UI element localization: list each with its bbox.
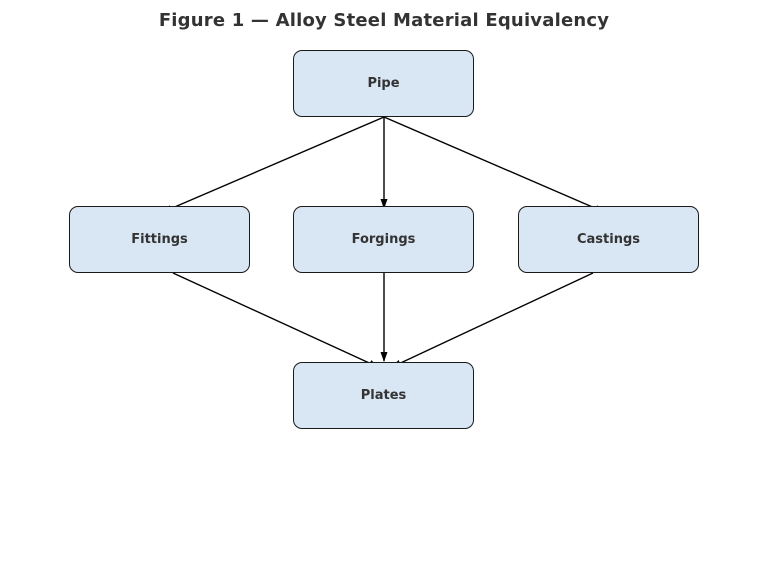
node-pipe-label: Pipe	[367, 76, 400, 91]
node-pipe: Pipe	[293, 50, 474, 117]
edge-pipe-fittings	[162, 116, 385, 213]
node-fittings-label: Fittings	[131, 232, 188, 247]
node-plates-label: Plates	[360, 388, 407, 403]
node-plates: Plates	[293, 362, 474, 429]
node-castings: Castings	[518, 206, 699, 273]
figure-title: Figure 1 — Alloy Steel Material Equivale…	[158, 10, 610, 31]
node-forgings: Forgings	[293, 206, 474, 273]
edge-castings-plates	[391, 272, 594, 368]
node-forgings-label: Forgings	[351, 232, 416, 247]
edge-fittings-plates	[172, 272, 379, 368]
node-fittings: Fittings	[69, 206, 250, 273]
edge-pipe-castings	[383, 116, 605, 213]
node-castings-label: Castings	[576, 232, 641, 247]
